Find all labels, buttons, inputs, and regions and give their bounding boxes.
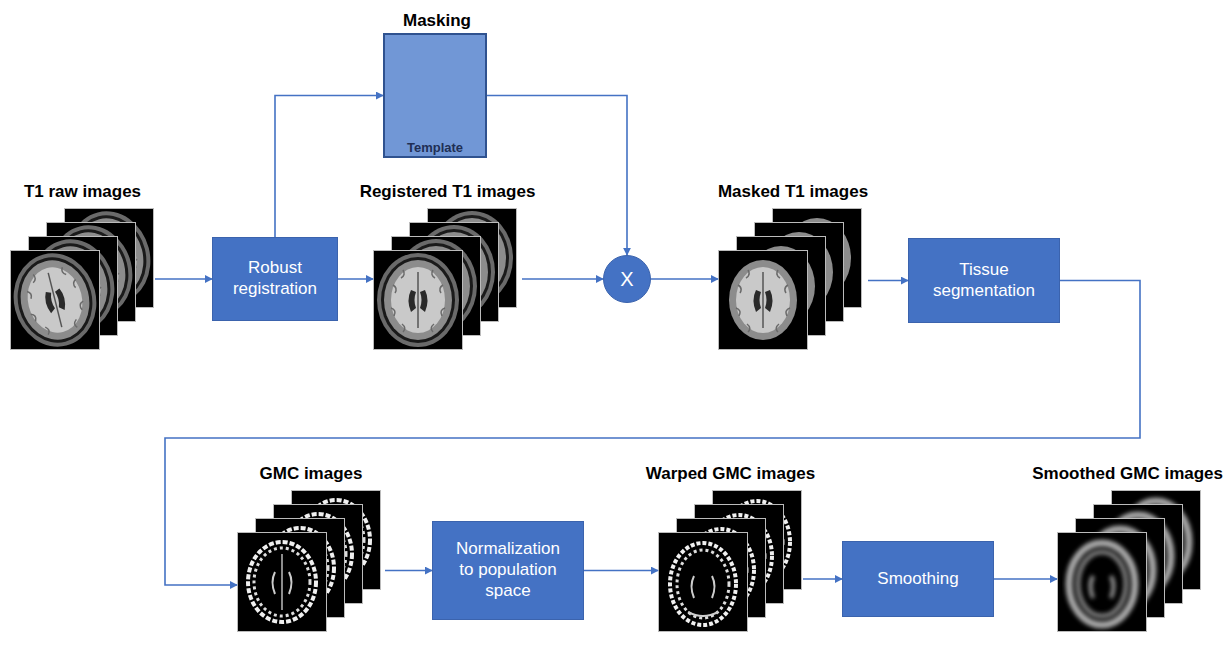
node-heading: T1 raw images bbox=[24, 182, 141, 202]
t1-raw-stack bbox=[4, 202, 160, 355]
registered-stack bbox=[374, 209, 517, 350]
flow-arrow bbox=[385, 570, 432, 572]
process-box: Smoothing bbox=[842, 541, 994, 617]
gmc-stack bbox=[238, 491, 381, 632]
node-heading: Smoothed GMC images bbox=[1032, 464, 1223, 484]
masking-box: MaskingTemplate bbox=[383, 33, 487, 158]
node-label: Normalization to population space bbox=[449, 539, 567, 601]
flow-arrow bbox=[487, 96, 627, 256]
flow-arrow bbox=[338, 278, 373, 280]
masked-stack bbox=[719, 209, 862, 350]
node-label: Smoothing bbox=[877, 569, 958, 590]
smoothed-stack bbox=[1058, 491, 1201, 632]
warped-stack bbox=[659, 491, 802, 632]
node-heading: Masking bbox=[403, 11, 471, 31]
node-label: Tissue segmentation bbox=[925, 260, 1043, 301]
node-heading: Warped GMC images bbox=[646, 464, 815, 484]
flow-arrow bbox=[803, 578, 842, 580]
multiply-circle: X bbox=[603, 255, 651, 303]
flow-arrow bbox=[275, 96, 383, 238]
flow-arrow bbox=[994, 578, 1057, 580]
template-label: Template bbox=[385, 141, 485, 155]
flow-arrow bbox=[165, 281, 1140, 586]
node-heading: Masked T1 images bbox=[718, 182, 868, 202]
image-stack: Masked T1 images bbox=[718, 208, 868, 350]
process-box: Tissue segmentation bbox=[908, 238, 1060, 323]
node-label: X bbox=[620, 267, 633, 291]
image-stack: Warped GMC images bbox=[658, 490, 803, 632]
flow-arrow bbox=[584, 570, 658, 572]
flow-arrow bbox=[155, 278, 212, 280]
flow-arrow bbox=[868, 280, 908, 282]
image-stack: Smoothed GMC images bbox=[1057, 490, 1210, 632]
flow-arrow bbox=[522, 278, 603, 280]
process-box: Normalization to population space bbox=[432, 521, 584, 620]
image-stack: T1 raw images bbox=[10, 208, 155, 350]
node-heading: GMC images bbox=[260, 464, 363, 484]
image-stack: GMC images bbox=[237, 490, 385, 632]
process-box: Robust registration bbox=[212, 237, 338, 321]
node-heading: Registered T1 images bbox=[360, 182, 536, 202]
image-stack: Registered T1 images bbox=[373, 208, 522, 350]
node-label: Robust registration bbox=[229, 258, 321, 299]
flow-arrow bbox=[651, 278, 718, 280]
